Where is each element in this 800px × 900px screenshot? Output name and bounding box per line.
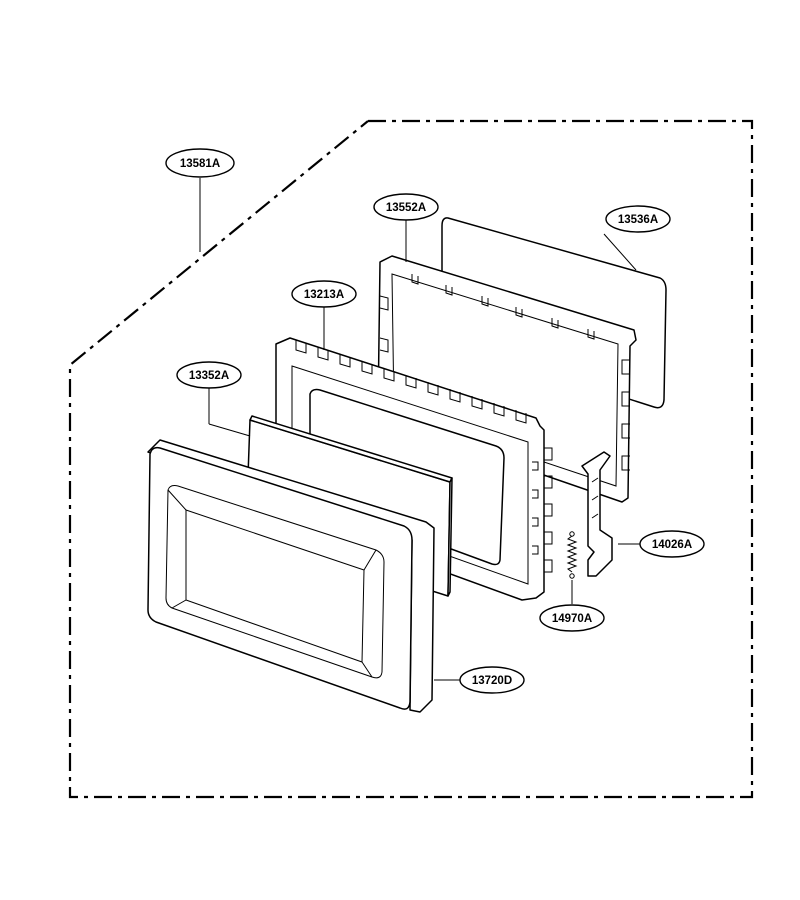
label-film-text: 13536A bbox=[618, 214, 658, 226]
label-door-front-text: 13720D bbox=[472, 675, 512, 687]
label-glass-text: 13352A bbox=[189, 370, 229, 382]
label-door-frame-text: 13213A bbox=[304, 289, 344, 301]
label-hook-text: 14026A bbox=[652, 539, 692, 551]
label-spring: 14970A bbox=[539, 604, 605, 632]
door-front bbox=[147, 439, 435, 713]
spring bbox=[566, 531, 578, 579]
label-rear-cover: 13552A bbox=[373, 193, 439, 221]
label-spring-text: 14970A bbox=[552, 613, 592, 625]
leader-glass-2 bbox=[208, 423, 251, 437]
label-hook: 14026A bbox=[639, 530, 705, 558]
boundary-frame bbox=[68, 119, 754, 799]
label-rear-cover-text: 13552A bbox=[386, 202, 426, 214]
label-frame: 13581A bbox=[165, 148, 235, 178]
door-hook bbox=[581, 451, 613, 577]
label-frame-text: 13581A bbox=[180, 158, 220, 170]
label-film: 13536A bbox=[605, 205, 671, 233]
label-glass: 13352A bbox=[176, 361, 242, 389]
leader-film bbox=[603, 233, 637, 271]
label-door-front: 13720D bbox=[459, 666, 525, 694]
label-door-frame: 13213A bbox=[291, 280, 357, 308]
